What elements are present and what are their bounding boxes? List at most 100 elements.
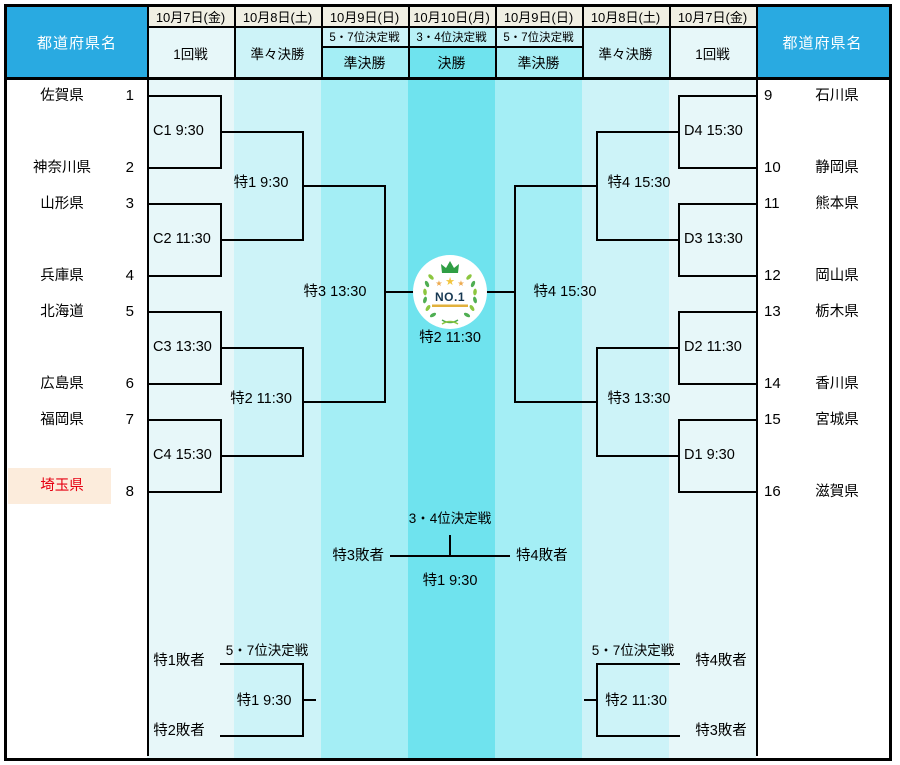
bracket-line: [304, 699, 316, 701]
prefecture-name: 静岡県: [815, 160, 859, 176]
seed-number: 5: [125, 303, 134, 320]
bracket-line: [302, 663, 304, 737]
bracket-line: [582, 7, 584, 79]
star-icon: ★: [445, 276, 455, 288]
svg-text:NO.1: NO.1: [435, 290, 465, 304]
seed-number: 4: [125, 267, 134, 284]
bracket-line: [321, 7, 323, 79]
round-cell-round1-right: 1回戦: [669, 28, 756, 77]
highlight-box-saitama: [8, 468, 111, 504]
match-label-c2: C2 11:30: [153, 231, 211, 247]
bracket-line: [147, 95, 222, 97]
seed-number: 16: [764, 483, 781, 500]
bracket-line: [678, 203, 756, 205]
round-cell-qf-left: 準々決勝: [234, 28, 321, 77]
date-cell: 10月10日(月): [408, 7, 495, 26]
match-label-c3: C3 13:30: [153, 339, 212, 355]
date-cell: 10月9日(日): [321, 7, 408, 26]
round-cell-sf-left: 準決勝: [321, 48, 408, 77]
bracket-line: [514, 185, 598, 187]
seed-number: 6: [125, 375, 134, 392]
date-cell: 10月7日(金): [669, 7, 756, 26]
bracket-line: [147, 275, 222, 277]
bracket-line: [596, 347, 680, 349]
round-cell-57-left: 5・7位決定戦: [321, 28, 408, 46]
laurel-right: [463, 274, 477, 318]
date-cell: 10月8日(土): [234, 7, 321, 26]
bracket-line: [596, 663, 598, 737]
date-cell: 10月9日(日): [495, 7, 582, 26]
third-place-right-loser: 特4敗者: [516, 548, 568, 564]
seed-number: 7: [125, 411, 134, 428]
third-place-left-loser: 特3敗者: [332, 548, 384, 564]
match-label-d3: D3 13:30: [684, 231, 743, 247]
bracket-line: [449, 535, 451, 557]
date-cell: 10月8日(土): [582, 7, 669, 26]
bracket-line: [678, 95, 756, 97]
prefecture-name: 栃木県: [815, 304, 859, 320]
bracket-line: [220, 663, 304, 665]
column-band-qf-left: [234, 80, 321, 758]
prefecture-name: 神奈川県: [33, 160, 91, 176]
no1-badge: ★ ★ ★ NO.1: [412, 254, 488, 330]
seed-number: 9: [764, 87, 773, 104]
match-label-d1: D1 9:30: [684, 447, 735, 463]
bracket-line: [147, 203, 222, 205]
prefecture-name: 熊本県: [815, 196, 859, 212]
fifth-left-match: 特1 9:30: [236, 693, 292, 709]
round-cell-round1-left: 1回戦: [147, 28, 234, 77]
prefecture-name: 北海道: [40, 304, 84, 320]
date-cell: 10月7日(金): [147, 7, 234, 26]
bracket-line: [220, 239, 304, 241]
prefecture-name: 滋賀県: [815, 484, 859, 500]
bracket-line: [147, 167, 222, 169]
third-place-title: 3・4位決定戦: [408, 511, 492, 526]
bracket-line: [596, 663, 680, 665]
seed-number: 1: [125, 87, 134, 104]
bracket-line: [596, 131, 680, 133]
prefecture-name: 兵庫県: [40, 268, 84, 284]
fifth-right-top-loser: 特4敗者: [695, 653, 747, 669]
ribbon-twigs: [441, 319, 459, 325]
seed-number: 13: [764, 303, 781, 320]
prefecture-name: 佐賀県: [40, 88, 84, 104]
bracket-line: [756, 7, 758, 756]
round-cell-final: 決勝: [408, 48, 495, 77]
round-cell-34: 3・4位決定戦: [408, 28, 495, 46]
match-label-d2: D2 11:30: [684, 339, 742, 355]
bracket-line: [147, 7, 149, 756]
prefecture-name: 宮城県: [815, 412, 859, 428]
bracket-line: [390, 555, 510, 557]
column-band-final: [408, 80, 495, 758]
seed-number: 15: [764, 411, 781, 428]
match-label-sf-right: 特4 15:30: [533, 284, 597, 300]
bracket-line: [234, 7, 236, 79]
bracket-line: [7, 77, 889, 80]
fifth-left-bottom-loser: 特2敗者: [153, 723, 205, 739]
match-label-final: 特2 11:30: [419, 330, 481, 346]
bracket-line: [678, 311, 756, 313]
seed-number: 12: [764, 267, 781, 284]
match-label-qf-left-top: 特1 9:30: [233, 175, 289, 191]
bracket-line: [302, 401, 386, 403]
prefecture-name: 山形県: [40, 196, 84, 212]
bracket-line: [678, 491, 756, 493]
left-prefecture-header: 都道府県名: [7, 7, 147, 77]
bracket-line: [220, 347, 304, 349]
seed-number: 2: [125, 159, 134, 176]
prefecture-name-highlighted: 埼玉県: [40, 478, 84, 494]
right-prefecture-header: 都道府県名: [756, 7, 889, 77]
seed-number: 8: [125, 483, 134, 500]
fifth-right-match: 特2 11:30: [605, 693, 667, 709]
bracket-line: [147, 419, 222, 421]
bracket-line: [678, 275, 756, 277]
fifth-right-title: 5・7位決定戦: [591, 643, 675, 658]
match-label-c4: C4 15:30: [153, 447, 212, 463]
bracket-line: [220, 131, 304, 133]
round-cell-qf-right: 準々決勝: [582, 28, 669, 77]
column-band-sf-left: [321, 80, 408, 758]
fifth-left-title: 5・7位決定戦: [225, 643, 309, 658]
prefecture-name: 石川県: [815, 88, 859, 104]
match-label-sf-left: 特3 13:30: [303, 284, 367, 300]
fifth-right-bottom-loser: 特3敗者: [695, 723, 747, 739]
